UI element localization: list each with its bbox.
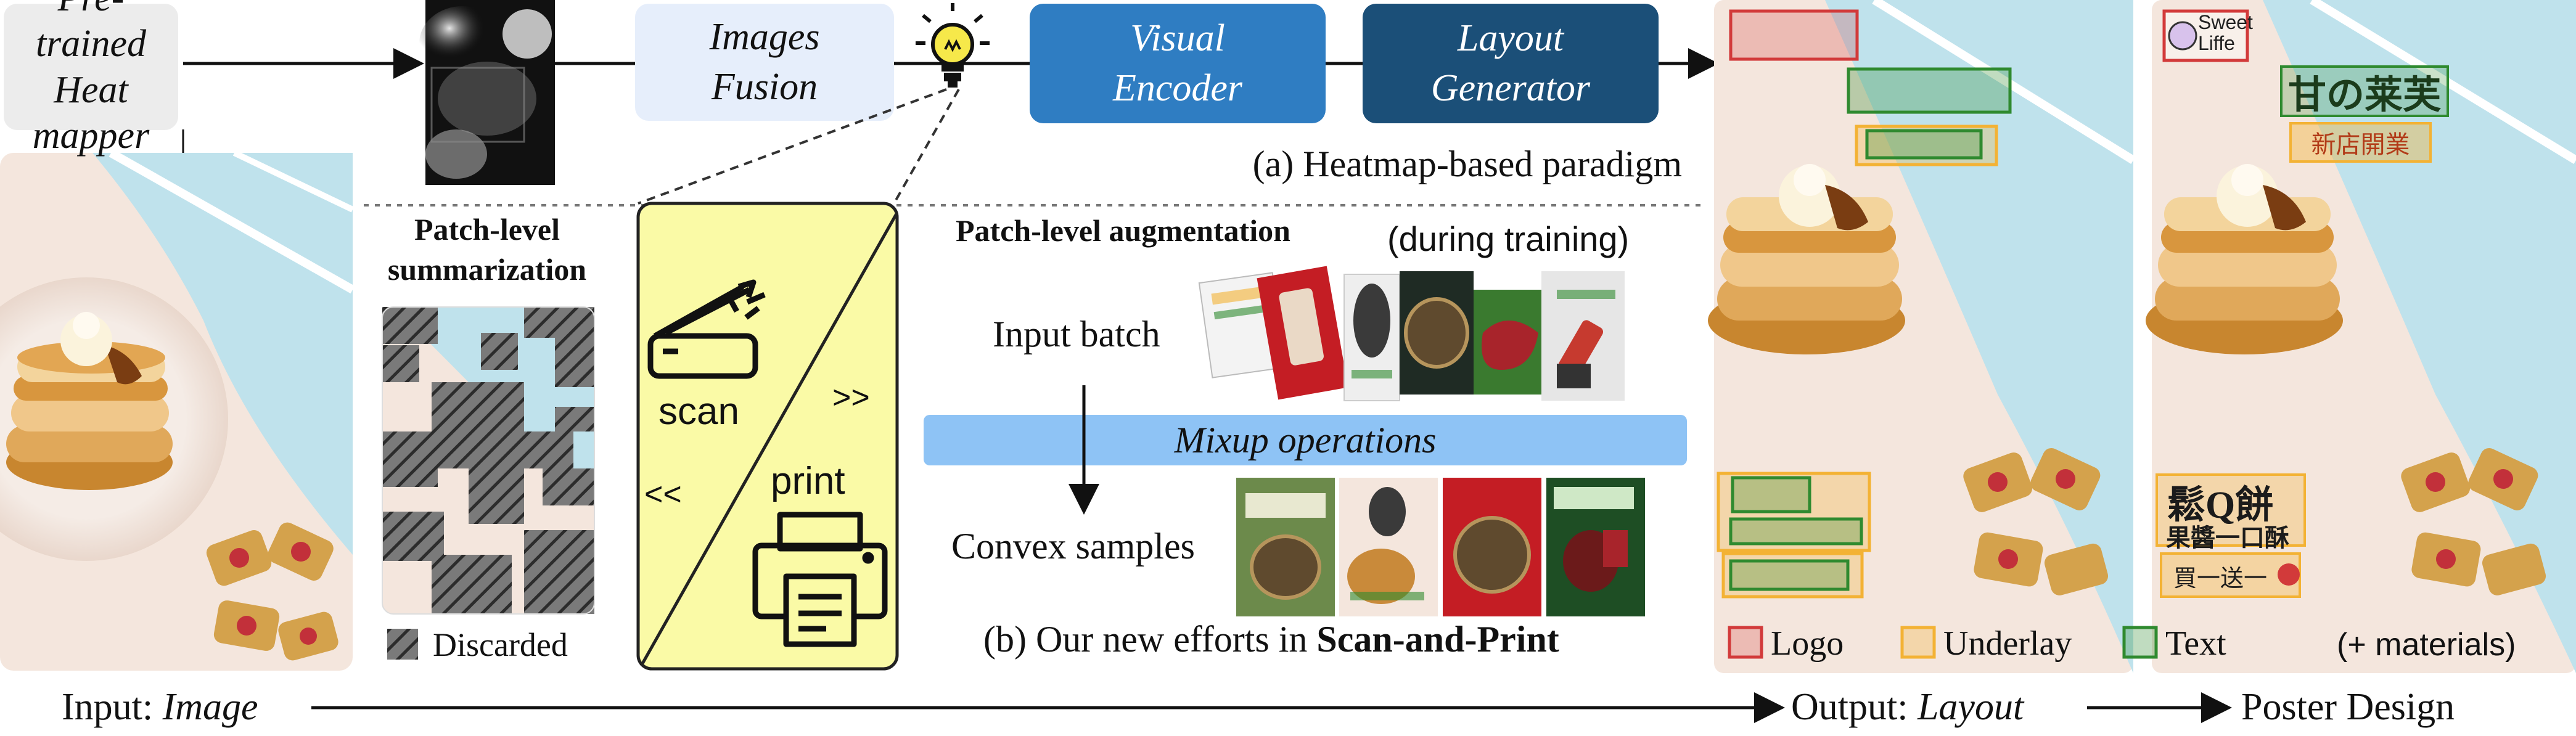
mixup-operations-bar xyxy=(924,415,1687,465)
convex-samples-label: Convex samples xyxy=(951,526,1195,566)
poster-logo-text: Sweet Liffe xyxy=(2198,11,2253,54)
text-legend-label: Text xyxy=(2165,624,2226,663)
scan-print-panel xyxy=(636,202,899,671)
scanner-icon xyxy=(647,279,766,379)
output-italic: Layout xyxy=(1917,686,2024,728)
layout-generator-box xyxy=(1363,4,1659,123)
summarization-patch-image xyxy=(382,306,595,615)
convex-sample-thumbnails xyxy=(1236,478,1645,616)
text-box xyxy=(1729,517,1863,546)
input-image xyxy=(0,149,355,671)
print-label: print xyxy=(771,460,845,502)
scan-label: scan xyxy=(658,390,739,433)
poster-title-text: 甘の莱芙 xyxy=(2287,75,2441,117)
caption-prefix: (b) Our new efforts in xyxy=(983,619,1317,660)
poster-subtitle-text: 新店開業 xyxy=(2311,131,2410,158)
visual-encoder-box xyxy=(1030,4,1326,123)
logo-legend-swatch xyxy=(1728,626,1763,659)
caption-bold: Scan-and-Print xyxy=(1316,619,1559,660)
output-prefix: Output: xyxy=(1791,686,1918,728)
logo-legend-label: Logo xyxy=(1771,624,1844,663)
visual-encoder-label: Visual Encoder xyxy=(1112,17,1243,109)
poster-product-subtext: 果醬一口酥 xyxy=(2166,524,2289,552)
poster-promo-text: 買一送一 xyxy=(2173,566,2268,592)
heat-mapper-box xyxy=(4,4,178,130)
images-fusion-label: Images Fusion xyxy=(709,16,820,108)
images-fusion-box xyxy=(635,4,894,121)
lightbulb-icon xyxy=(916,3,990,88)
mixup-operations-label: Mixup operations xyxy=(1174,419,1437,460)
callout-line-right xyxy=(893,89,960,204)
heatmap-thumbnail-icon xyxy=(419,0,555,185)
augmentation-title: Patch-level augmentation xyxy=(956,213,1290,248)
summarization-title: Patch-level summarization xyxy=(387,212,587,287)
layout-generator-label: Layout Generator xyxy=(1430,17,1591,109)
underlay-legend-swatch xyxy=(1900,626,1936,659)
input-batch-thumbnails xyxy=(1198,266,1625,401)
final-poster-design xyxy=(2146,0,2576,673)
poster-design-label: Poster Design xyxy=(2241,686,2455,728)
printer-icon xyxy=(752,512,888,647)
discarded-legend-swatch xyxy=(387,629,418,660)
text-box xyxy=(1731,476,1811,513)
text-box xyxy=(1865,129,1983,160)
scan-and-print-caption: (b) Our new efforts in Scan-and-Print xyxy=(983,618,1559,661)
heat-mapper-label: Pre-trained Heat mapper xyxy=(32,0,150,157)
forward-arrow-text: >> xyxy=(832,380,870,415)
text-legend-swatch xyxy=(2122,626,2158,659)
output-axis-label: Output: Layout xyxy=(1791,685,2024,729)
materials-note: (+ materials) xyxy=(2337,627,2516,663)
augmentation-note: (during training) xyxy=(1387,219,1630,258)
paradigm-caption: (a) Heatmap-based paradigm xyxy=(1252,144,1682,184)
underlay-legend-label: Underlay xyxy=(1943,624,2072,663)
output-layout-poster xyxy=(1708,0,2136,673)
callout-line-left xyxy=(638,88,947,205)
input-batch-label: Input batch xyxy=(993,314,1160,354)
text-box xyxy=(1729,559,1850,591)
input-prefix: Input: xyxy=(62,686,163,728)
text-box xyxy=(1847,67,2012,114)
input-italic: Image xyxy=(162,686,258,728)
backward-arrow-text: << xyxy=(644,476,682,512)
poster-product-text: 鬆Q餅 xyxy=(2167,485,2274,526)
discarded-legend-label: Discarded xyxy=(433,626,568,663)
input-axis-label: Input: Image xyxy=(62,685,258,729)
logo-box xyxy=(1729,9,1859,61)
